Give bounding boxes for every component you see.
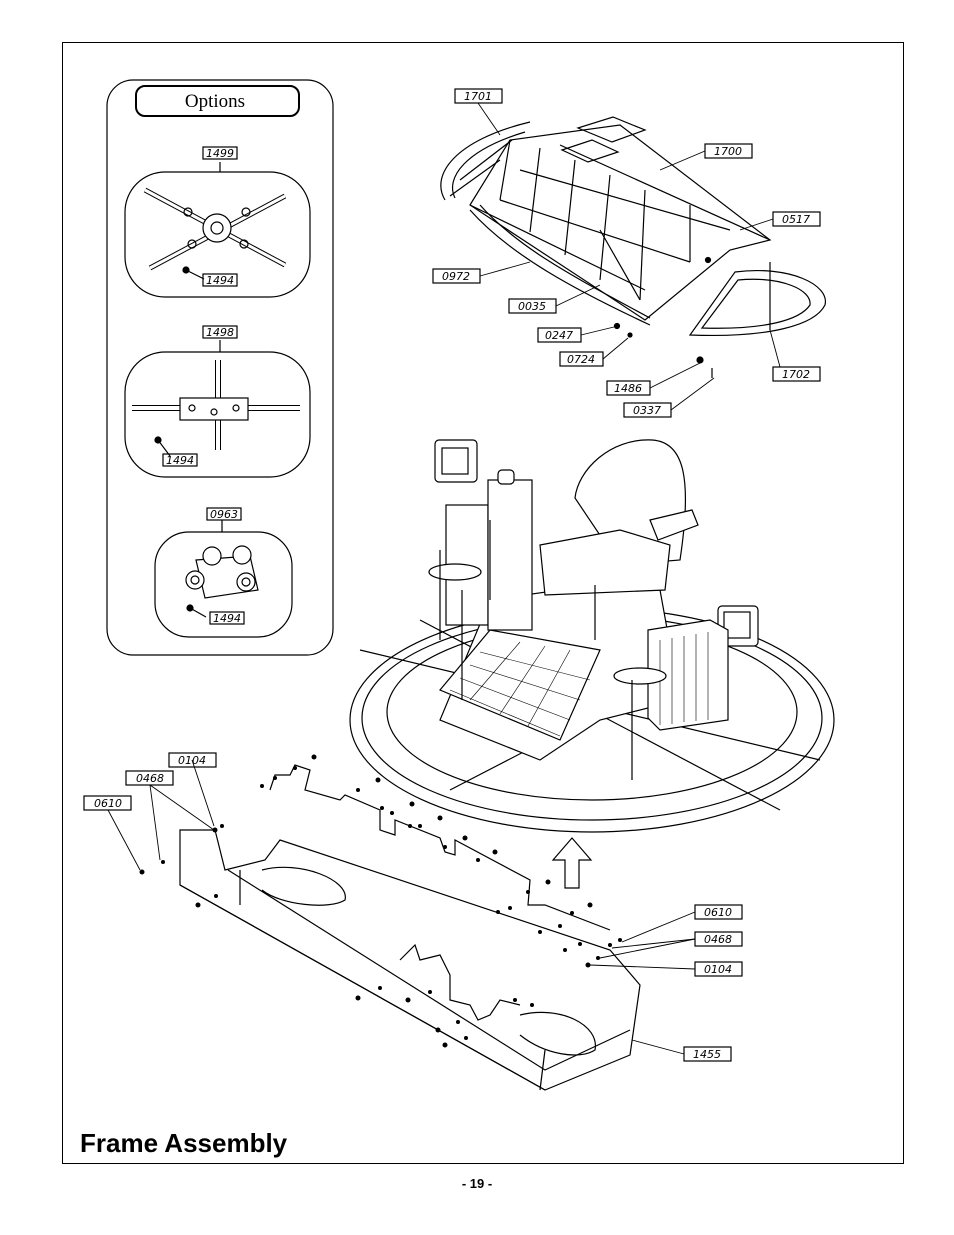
page-number: - 19 - [461, 1176, 493, 1191]
options-title: Options [185, 91, 245, 112]
callout-0610-a: 0610 [94, 797, 122, 810]
callout-1455: 1455 [693, 1048, 721, 1061]
callout-0517: 0517 [782, 213, 810, 226]
callout-0963: 0963 [210, 508, 238, 521]
callout-0035: 0035 [518, 300, 546, 313]
option-1499-drawing [124, 162, 311, 298]
callout-1494-b: 1494 [166, 454, 194, 467]
callout-1702: 1702 [782, 368, 810, 381]
up-arrow [551, 837, 593, 889]
callout-0468-b: 0468 [704, 933, 732, 946]
callout-0104-a: 0104 [178, 754, 206, 767]
option-0963-drawing [154, 520, 293, 638]
callout-0724: 0724 [567, 353, 595, 366]
callout-1700: 1700 [714, 145, 742, 158]
frame-assembly-title: Frame Assembly [80, 1128, 288, 1158]
callout-0468-a: 0468 [136, 772, 164, 785]
options-panel [106, 79, 334, 656]
guard-assembly-drawing [440, 116, 826, 378]
pan-drawing [179, 764, 641, 1091]
leader-lines [107, 102, 781, 1055]
page-border [62, 42, 904, 1164]
callout-1494-c: 1494 [213, 612, 241, 625]
option-1498-drawing [124, 340, 311, 478]
callout-0104-b: 0104 [704, 963, 732, 976]
machine-drawing [349, 439, 835, 833]
callout-0247: 0247 [545, 329, 573, 342]
callout-1498: 1498 [206, 326, 234, 339]
callout-0337: 0337 [633, 404, 661, 417]
callout-boxes [83, 88, 821, 1062]
callout-0610-b: 0610 [704, 906, 732, 919]
options-header-box [135, 85, 300, 117]
pan-hardware [139, 754, 622, 1048]
callout-1486: 1486 [614, 382, 642, 395]
callout-1701: 1701 [464, 90, 492, 103]
callout-0972: 0972 [442, 270, 470, 283]
callout-1499: 1499 [206, 147, 234, 160]
callout-1494-a: 1494 [206, 274, 234, 287]
